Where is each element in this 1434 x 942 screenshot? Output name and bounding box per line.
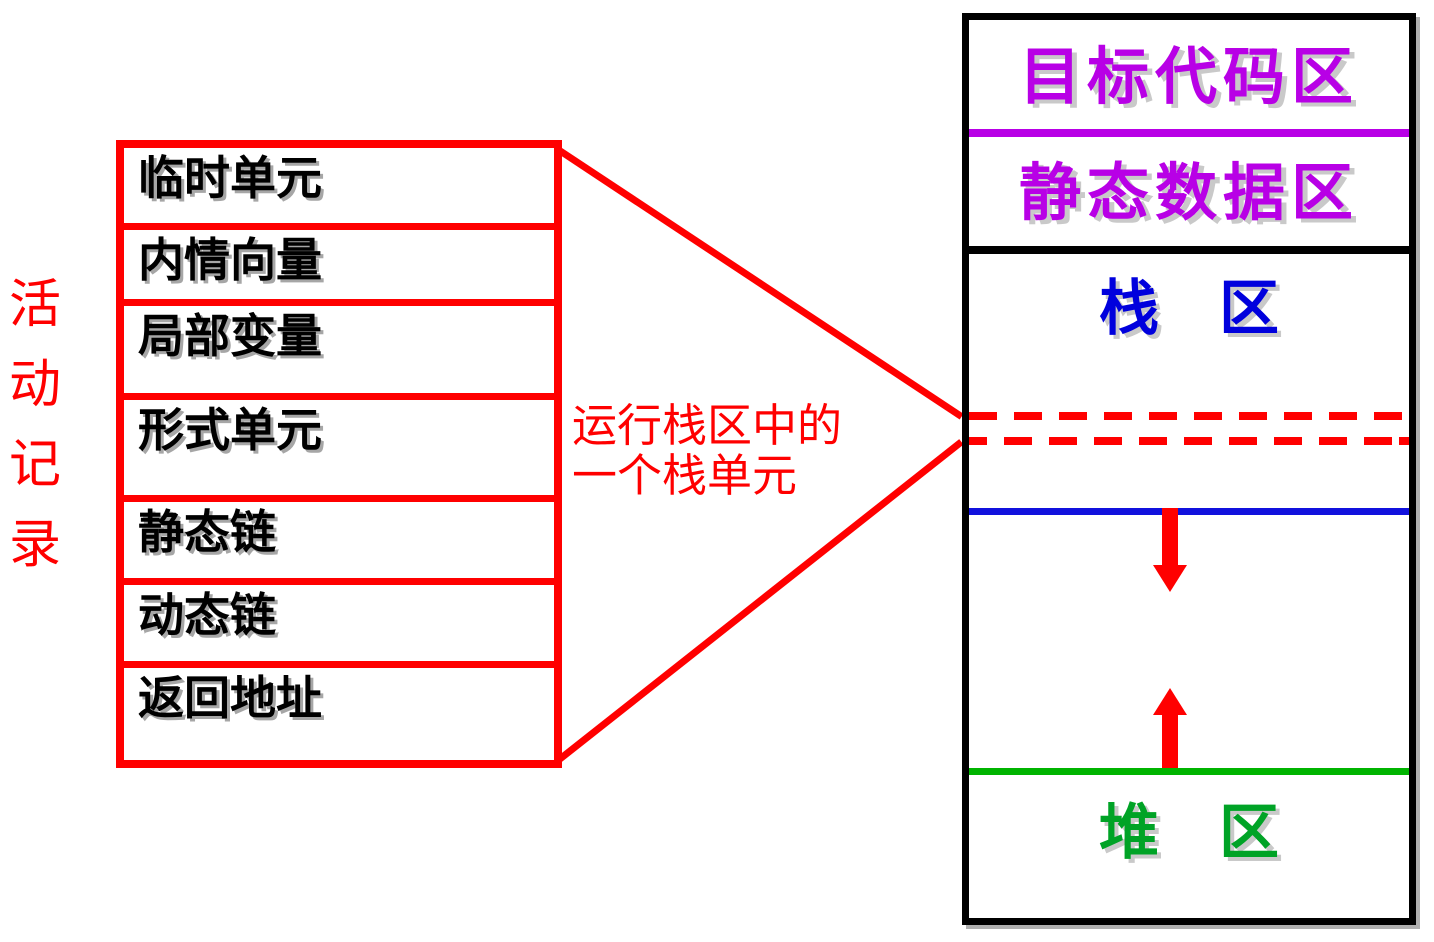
activation-record-row: 静态链 [124,502,554,585]
stack-top-blue-line [969,508,1409,515]
section-label-static-data: 静态数据区 [1018,160,1359,228]
section-label-stack: 栈 区 [1099,276,1279,342]
dashed-line-bottom [969,437,1409,445]
down-arrow-head [1153,565,1187,592]
vertical-label-char: 记 [8,437,61,494]
vertical-label-char: 动 [8,357,61,414]
down-arrow-shaft [1162,508,1178,565]
black-divider [969,246,1409,254]
activation-record-row: 动态链 [124,585,554,668]
up-arrow-head [1153,688,1187,715]
dashed-line-top [969,412,1409,420]
up-arrow-shaft [1162,714,1178,768]
activation-record-row: 形式单元 [124,400,554,502]
activation-record-row: 临时单元 [124,148,554,230]
activation-record-row: 内情向量 [124,230,554,306]
section-label-heap: 堆 区 [1099,800,1279,866]
vertical-label-char: 活 [8,277,61,334]
activation-record-row: 局部变量 [124,306,554,400]
vertical-label-char: 录 [8,517,61,574]
purple-divider [969,129,1409,137]
activation-record-table: 临时单元 内情向量 局部变量 形式单元 静态链 动态链 返回地址 [116,140,562,768]
section-label-target-code: 目标代码区 [1018,44,1359,112]
heap-top-green-line [969,768,1409,775]
annotation-line-1: 运行栈区中的 [572,401,843,451]
connector-line-top [556,146,964,420]
memory-map: 目标代码区 静态数据区 栈 区 堆 区 [962,13,1416,925]
activation-record-vertical-label: 活 动 记 录 [4,280,66,572]
stack-unit-annotation: 运行栈区中的 一个栈单元 [572,401,842,501]
activation-record-row: 返回地址 [138,673,322,724]
annotation-line-2: 一个栈单元 [572,451,798,501]
